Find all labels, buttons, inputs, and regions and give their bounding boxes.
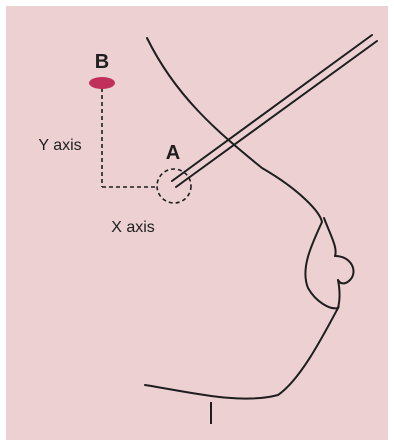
- point-b-label: B: [95, 51, 109, 73]
- point-b-marker: [89, 77, 115, 89]
- y-axis-label: Y axis: [38, 137, 81, 154]
- panel-background: [6, 6, 388, 440]
- point-a-label: A: [166, 142, 180, 164]
- x-axis-label: X axis: [111, 219, 155, 236]
